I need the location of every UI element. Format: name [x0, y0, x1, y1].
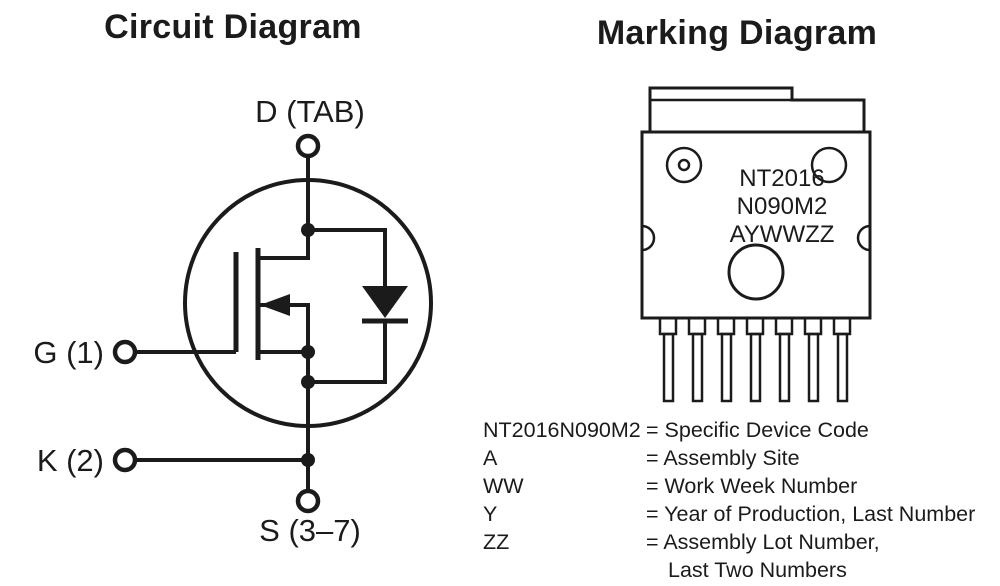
package-marking-line-1: NT2016 — [739, 165, 824, 192]
legend-row-lot-number: ZZ = Assembly Lot Number, Last Two Numbe… — [483, 528, 998, 584]
pin-shoulder — [687, 316, 707, 336]
package-hole-left — [665, 146, 703, 184]
package-center-hole — [727, 243, 785, 301]
legend-term: WW — [483, 474, 524, 498]
pin-lead — [691, 332, 704, 403]
package-notch-left — [641, 224, 656, 252]
package-tab — [648, 86, 866, 132]
package-notch-right — [856, 224, 871, 252]
junction-dot-diode — [301, 375, 315, 389]
diode-branch-bottom — [308, 321, 387, 384]
pin-lead — [778, 332, 791, 403]
package-pins — [658, 316, 852, 403]
legend-row-work-week: WW = Work Week Number — [483, 472, 998, 500]
terminal-kelvin — [112, 447, 138, 473]
pin-shoulder — [832, 316, 852, 336]
pin-lead — [749, 332, 762, 403]
gate-terminal-label: G (1) — [33, 335, 104, 370]
legend-term: ZZ — [483, 530, 510, 554]
legend-definition: = Specific Device Code — [646, 418, 869, 442]
package-drawing — [640, 86, 872, 403]
diode-triangle-icon — [362, 286, 408, 318]
terminal-gate — [112, 339, 138, 365]
legend-definition: = Year of Production, Last Number — [646, 502, 976, 526]
kelvin-terminal-label: K (2) — [37, 443, 104, 478]
legend-row-assembly-site: A = Assembly Site — [483, 444, 998, 472]
marking-diagram-title: Marking Diagram — [596, 14, 878, 52]
body-source-lead — [258, 303, 310, 490]
circuit-diagram-title: Circuit Diagram — [104, 8, 362, 46]
legend-term: A — [483, 446, 498, 470]
legend-term: Y — [483, 502, 498, 526]
pin-shoulder — [658, 316, 678, 336]
pin-lead — [720, 332, 733, 403]
pin-shoulder — [803, 316, 823, 336]
legend-term: NT2016N090M2 — [483, 418, 641, 442]
pin-shoulder — [774, 316, 794, 336]
legend-definition: = Assembly Site — [646, 446, 800, 470]
pin-lead — [662, 332, 675, 403]
terminal-drain — [295, 133, 321, 159]
terminal-source — [295, 488, 321, 514]
pin-lead — [807, 332, 820, 403]
legend-definition-line-2: Last Two Numbers — [668, 558, 847, 582]
package-marking-line-3: AYWWZZ — [730, 221, 835, 248]
mosfet-body-arrow-icon — [260, 294, 290, 316]
legend-row-year: Y = Year of Production, Last Number — [483, 500, 998, 528]
pin-lead — [836, 332, 849, 403]
pin-shoulder — [716, 316, 736, 336]
junction-dot-drain — [301, 223, 315, 237]
source-terminal-label: S (3–7) — [259, 513, 361, 548]
legend-row-device-code: NT2016N090M2 = Specific Device Code — [483, 416, 998, 444]
drain-terminal-label: D (TAB) — [255, 94, 365, 129]
package-marking-line-2: N090M2 — [737, 193, 828, 220]
drain-lead — [258, 157, 310, 260]
diode-branch-top — [308, 228, 387, 288]
package-hole-right — [810, 146, 848, 184]
circuit-diagram — [112, 133, 433, 514]
marking-legend: NT2016N090M2 = Specific Device Code A = … — [483, 416, 998, 584]
legend-definition-line-1: = Assembly Lot Number, — [646, 530, 880, 554]
pin1-indicator-icon — [677, 158, 691, 172]
junction-dot-kelvin — [301, 453, 315, 467]
junction-dot-source — [301, 345, 315, 359]
legend-definition: = Assembly Lot Number, Last Two Numbers — [646, 528, 998, 584]
legend-definition: = Work Week Number — [646, 474, 858, 498]
pin-shoulder — [745, 316, 765, 336]
